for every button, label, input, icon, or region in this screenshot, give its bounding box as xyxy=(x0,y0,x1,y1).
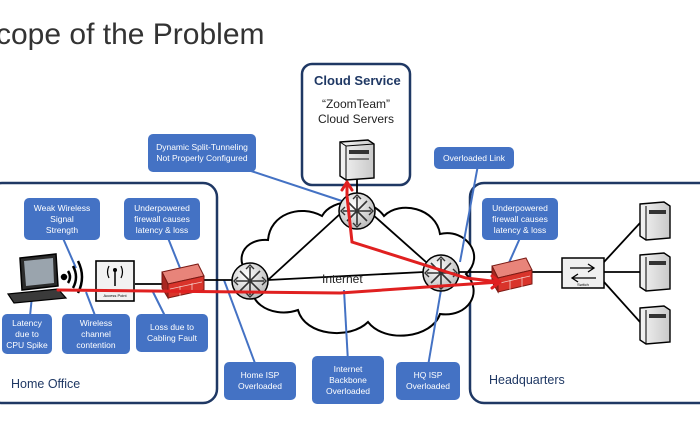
hq-isp-router-icon xyxy=(422,254,460,292)
callout-pointers xyxy=(29,164,521,367)
internet-backbone-callout: Internet Backbone Overloaded xyxy=(312,356,384,404)
hq-server-1-icon xyxy=(639,201,671,241)
cloud-edge-router-icon xyxy=(338,192,376,230)
split-tunneling-callout: Dynamic Split-Tunneling Not Properly Con… xyxy=(148,134,256,172)
hq-isp-callout: HQ ISP Overloaded xyxy=(396,362,460,400)
internet-label: Internet xyxy=(322,272,363,286)
cloud-servers-label: “ZoomTeam” Cloud Servers xyxy=(317,97,395,126)
cloud-service-title: Cloud Service xyxy=(314,73,401,88)
home-isp-callout: Home ISP Overloaded xyxy=(224,362,296,400)
hq-firewall-callout: Underpowered firewall causes latency & l… xyxy=(482,198,558,240)
home-office-label: Home Office xyxy=(11,377,81,391)
hq-server-2-icon xyxy=(639,252,671,292)
hq-switch-icon: Switch xyxy=(561,257,605,289)
access-point-icon: Access Point xyxy=(95,260,135,302)
page-title: cope of the Problem xyxy=(0,18,265,51)
hq-firewall-icon xyxy=(491,257,533,294)
wireless-contention-callout: Wireless channel contention xyxy=(62,314,130,354)
switch-label: Switch xyxy=(577,282,589,287)
cloud-server-icon xyxy=(339,139,375,181)
problem-traffic-path xyxy=(56,180,502,295)
wifi-signal-icon xyxy=(60,260,84,294)
cloud-service-panel xyxy=(300,62,412,187)
access-point-label: Access Point xyxy=(103,293,127,298)
weak-wireless-callout: Weak Wireless Signal Strength xyxy=(24,198,100,240)
home-firewall-callout: Underpowered firewall causes latency & l… xyxy=(124,198,200,240)
cabling-fault-callout: Loss due to Cabling Fault xyxy=(136,314,208,352)
home-isp-router-icon xyxy=(231,262,269,300)
latency-cpu-callout: Latency due to CPU Spike xyxy=(2,314,52,354)
laptop-icon xyxy=(6,253,68,304)
headquarters-label: Headquarters xyxy=(489,373,565,387)
network-links xyxy=(135,178,641,323)
overloaded-link-callout: Overloaded Link xyxy=(434,147,514,169)
hq-server-3-icon xyxy=(639,305,671,345)
